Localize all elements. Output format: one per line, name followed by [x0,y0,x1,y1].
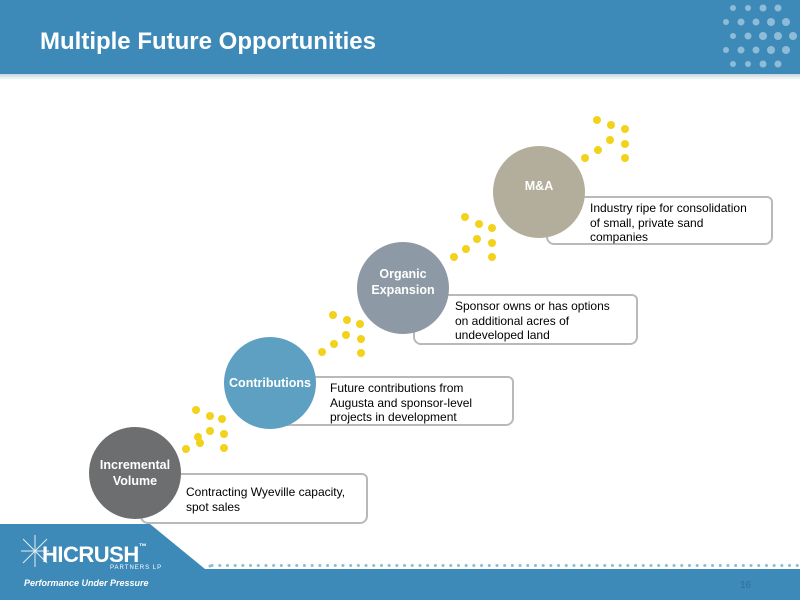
page-title: Multiple Future Opportunities [40,28,376,55]
step-3-desc-line-2: on additional acres of [455,313,570,328]
step-2-desc-line-1: Future contributions from [330,381,464,395]
step-dots-group-4 [581,116,629,162]
step-4-label-line-1: M&A [524,179,554,193]
header-bar [0,0,800,74]
logo-tagline: Performance Under Pressure [24,578,149,588]
step-dots-group-1 [182,406,228,453]
step-dots-group-3 [450,213,496,261]
step-3-callout: Sponsor owns or has options on additiona… [413,294,638,345]
step-3-desc-line-3: undeveloped land [455,328,550,342]
footer-band [0,524,800,600]
logo-wordmark: HICRUSH™ [42,542,147,568]
step-1-label-line-1: Incremental [99,458,171,472]
step-1-desc-line-1: Contracting Wyeville capacity, [186,485,346,499]
step-1-label-line-2: Volume [112,474,158,488]
logo-starburst-icon [21,535,49,567]
step-4-desc-line-3: companies [590,230,649,244]
step-1-desc-line-2: spot sales [186,499,241,514]
step-4-desc-line-1: Industry ripe for consolidation [590,201,747,215]
step-2-desc-line-2: Augusta and sponsor-level [330,395,473,410]
step-4-callout: Industry ripe for consolidation of small… [546,196,773,245]
logo-trademark: ™ [138,542,147,551]
step-3-label-line-1: Organic [379,267,427,281]
step-dots-group-2 [318,311,365,357]
step-4-desc-line-2: of small, private sand [590,215,704,230]
step-4-circle-m-and-a: M&A [493,146,585,238]
logo-subtitle: PARTNERS LP [110,565,163,571]
header-dot-pattern [723,4,797,68]
step-3-circle-organic-expansion: Organic Expansion [357,242,449,334]
company-logo: HICRUSH™ PARTNERS LP Performance Under P… [21,535,161,590]
step-3-label-line-2: Expansion [371,283,435,297]
step-2-circle-contributions: Contributions [224,337,316,429]
step-2-label-line-1: Contributions [229,376,311,390]
step-3-desc-line-1: Sponsor owns or has options [455,299,610,313]
step-2-desc-line-3: projects in development [330,410,457,424]
step-1-circle-incremental-volume: Incremental Volume [89,427,181,519]
logo-name: HICRUSH [42,542,139,567]
page-number: 16 [740,580,752,591]
header-shadow [0,74,800,80]
